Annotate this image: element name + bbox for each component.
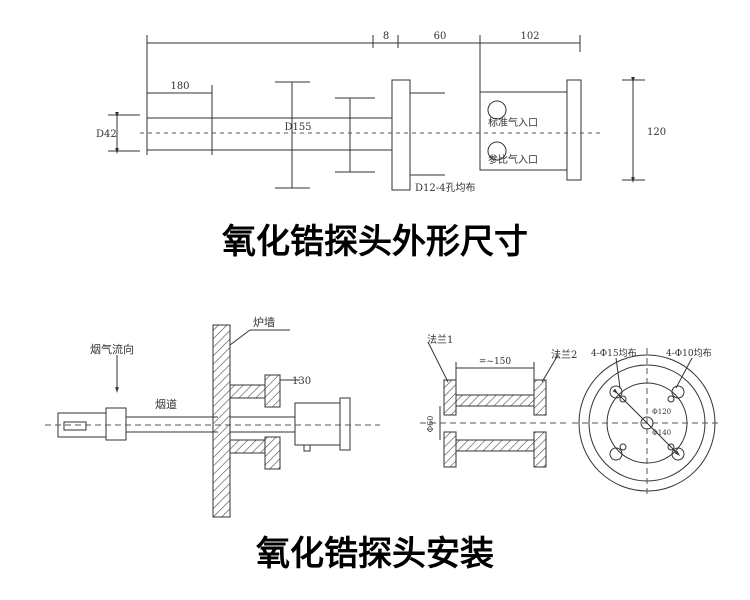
holes-15-label: 4-Φ15均布 — [591, 347, 637, 359]
reference-gas-inlet-label: 参比气入口 — [488, 153, 538, 166]
standard-gas-inlet-label: 标准气入口 — [488, 116, 538, 129]
flange1-label: 法兰1 — [427, 333, 453, 346]
dim-180-label: 180 — [170, 81, 189, 92]
dim-120-label: 120 — [647, 127, 666, 138]
dim-150-label: =~150 — [479, 357, 512, 367]
smoke-direction-label: 烟气流向 — [90, 342, 134, 356]
pcd-2-label: Φ140 — [652, 429, 671, 437]
title-dimensions: 氧化锆探头外形尺寸 — [222, 222, 528, 262]
flange-front-view — [572, 348, 722, 498]
dim-d42-label: D42 — [96, 129, 117, 140]
holes-10-label: 4-Φ10均布 — [666, 347, 712, 359]
dim-102-label: 102 — [520, 31, 539, 42]
dim-8-label: 8 — [383, 31, 389, 42]
probe-dimension-drawing — [108, 35, 645, 191]
dim-130-label: 130 — [292, 376, 311, 387]
dim-60-label: 60 — [434, 31, 447, 42]
installation-drawing — [45, 324, 380, 518]
title-installation: 氧化锆探头安装 — [256, 534, 494, 574]
furnace-wall-label: 炉墙 — [253, 315, 275, 329]
flue-label: 烟道 — [155, 397, 177, 411]
dim-d60-label: Φ60 — [426, 416, 435, 433]
dim-d155-label: D155 — [284, 122, 311, 133]
flange-section-drawing — [420, 341, 570, 468]
pcd-1-label: Φ120 — [652, 408, 671, 416]
flange2-label: 法兰2 — [551, 348, 577, 361]
holes-note-label: D12-4孔均布 — [415, 182, 475, 194]
